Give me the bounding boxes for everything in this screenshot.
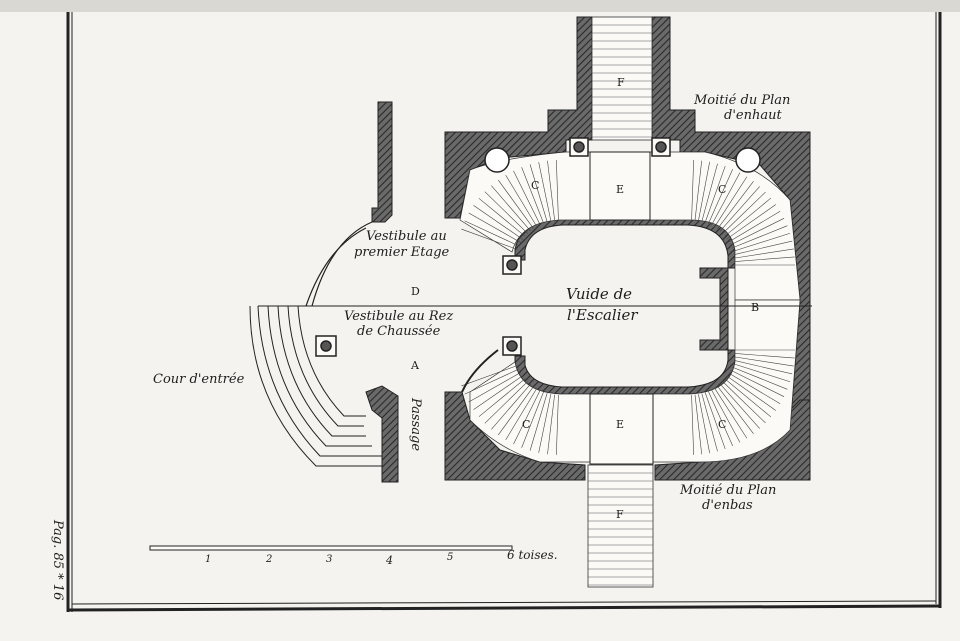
passage-label: Passage [408, 397, 423, 451]
straight-flights [587, 16, 654, 588]
letter-b: B [751, 301, 759, 314]
top-half-label-line1: Moitié du Plan [693, 93, 790, 108]
column-bases [315, 137, 761, 357]
letter-a: A [410, 359, 420, 372]
void-label-line1: Vuide de [566, 285, 632, 303]
page-reference: Pag. 85 * 16 [50, 519, 65, 600]
plan-annotations: Moitié du Plan d'enhaut Vestibule au pre… [50, 93, 790, 600]
letter-c-bottom-left: C [522, 418, 530, 431]
scale-bar: 1 2 3 4 5 6 toises. [149, 545, 558, 567]
letter-c-bottom-right: C [718, 418, 726, 431]
scale-tick-label-4: 4 [385, 554, 393, 567]
letter-d: D [411, 285, 420, 298]
flight-tread-lines [588, 24, 653, 586]
vestibule-ground-label-line1: Vestibule au Rez [344, 309, 453, 324]
vestibule-upper-label-line1: Vestibule au [366, 229, 447, 244]
vestibule-upper-label-line2: premier Etage [354, 245, 450, 260]
courtyard-label: Cour d'entrée [153, 372, 245, 387]
letter-c-top-right: C [718, 183, 726, 196]
scale-tick-label-3: 3 [326, 554, 332, 565]
scale-tick-label-5: 5 [447, 552, 453, 563]
scale-tick-label-1: 1 [205, 554, 211, 565]
plan-letters: F E C C D B A C E C F [410, 76, 759, 521]
letter-c-top-left: C [531, 179, 539, 192]
landings [589, 151, 654, 465]
bottom-half-label-line1: Moitié du Plan [679, 483, 776, 498]
letter-f-top: F [617, 76, 625, 89]
void-label-line2: l'Escalier [567, 306, 638, 324]
page-frame [0, 0, 960, 612]
scale-tick-label-2: 2 [265, 554, 272, 565]
letter-f-bottom: F [616, 508, 624, 521]
vestibule-ground-label-line2: de Chaussée [357, 324, 441, 339]
tread-lines [461, 160, 795, 455]
scale-end-label: 6 toises. [507, 548, 558, 562]
letter-e-top: E [616, 183, 624, 196]
courtyard-steps [249, 305, 383, 467]
outer-walls [365, 16, 811, 483]
letter-e-bottom: E [616, 418, 624, 431]
top-half-label-line2: d'enhaut [724, 108, 782, 123]
vestibule-outline [258, 221, 812, 393]
bottom-half-label-line2: d'enbas [702, 498, 753, 513]
